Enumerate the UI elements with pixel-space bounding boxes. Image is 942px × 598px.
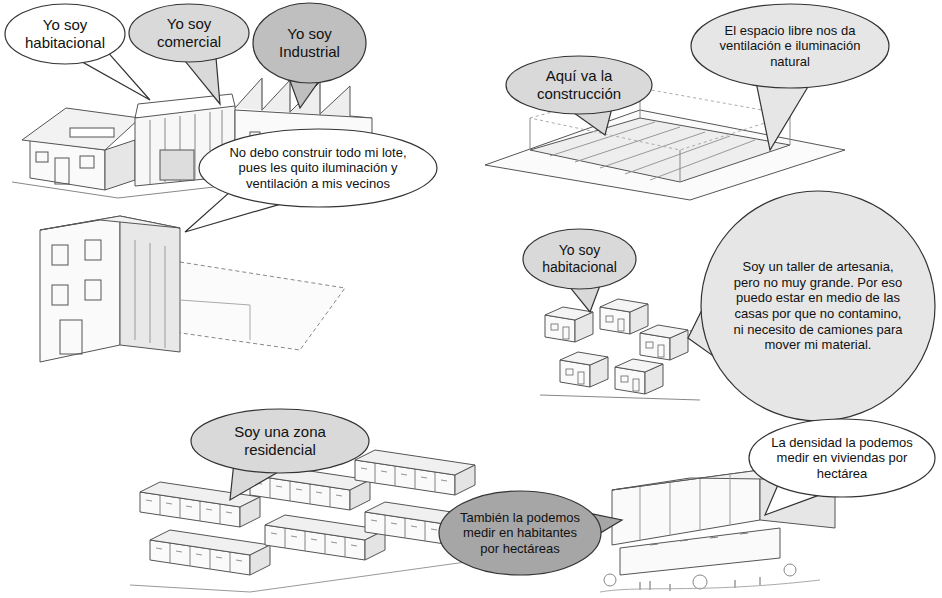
speech-bubble: Soy un taller de artesania, pero no muy … bbox=[700, 190, 936, 422]
speech-bubble: También la podemos medir en habitantes p… bbox=[438, 490, 602, 576]
bubble-ellipse bbox=[701, 191, 935, 421]
bubble-text-box: Yo soy comercial bbox=[143, 15, 236, 51]
bubble-text-box: Soy una zona residencial bbox=[212, 423, 349, 459]
bubble-ellipse bbox=[253, 3, 366, 83]
speech-bubble: Aquí va la construcción bbox=[505, 55, 653, 115]
bubble-text-box: Yo soy habitacional bbox=[536, 242, 623, 276]
bubble-text-box: La densidad la podemos medir en vivienda… bbox=[771, 435, 914, 482]
speech-bubble: Yo soy comercial bbox=[128, 3, 250, 63]
bubble-text-box: Yo soy Industrial bbox=[266, 25, 353, 61]
bubble-text: Soy una zona residencial bbox=[212, 423, 349, 459]
bubble-text: El espacio libre nos da ventilación e il… bbox=[714, 23, 866, 70]
bubble-ellipse bbox=[199, 129, 437, 207]
neighbourhood-sketch bbox=[540, 299, 700, 400]
speech-bubble: No debo construir todo mi lote, pues les… bbox=[198, 128, 438, 208]
speech-bubble: Yo soy habitacional bbox=[4, 3, 126, 65]
bubble-text-box: Yo soy habitacional bbox=[19, 16, 112, 52]
bubble-text: Yo soy habitacional bbox=[19, 16, 112, 52]
bubble-text-box: El espacio libre nos da ventilación e il… bbox=[714, 23, 866, 70]
speech-bubble: Yo soy Industrial bbox=[252, 2, 367, 84]
bubble-ellipse bbox=[506, 56, 652, 114]
speech-bubble: El espacio libre nos da ventilación e il… bbox=[690, 3, 890, 89]
bubble-text-box: También la podemos medir en habitantes p… bbox=[458, 510, 583, 557]
bubble-text: Yo soy comercial bbox=[143, 15, 236, 51]
bubble-ellipse bbox=[691, 4, 889, 88]
bubble-text: La densidad la podemos medir en vivienda… bbox=[771, 435, 914, 482]
bubble-text-box: Aquí va la construcción bbox=[523, 67, 635, 103]
bubble-ellipse bbox=[523, 229, 636, 289]
bubble-ellipse bbox=[5, 4, 125, 64]
bubble-tail bbox=[185, 58, 220, 104]
bubble-text-box: No debo construir todo mi lote, pues les… bbox=[227, 145, 409, 192]
bubble-text: Soy un taller de artesania, pero no muy … bbox=[729, 259, 908, 353]
speech-bubble: La densidad la podemos medir en vivienda… bbox=[748, 418, 936, 498]
bubble-text: Yo soy habitacional bbox=[536, 242, 623, 276]
bubble-ellipse bbox=[439, 491, 601, 575]
bubble-tail bbox=[570, 286, 600, 312]
speech-bubble: Yo soy habitacional bbox=[522, 228, 637, 290]
bubble-text: También la podemos medir en habitantes p… bbox=[458, 510, 583, 557]
bubble-ellipse bbox=[191, 409, 369, 473]
bubble-ellipse bbox=[749, 419, 935, 497]
speech-bubble: Soy una zona residencial bbox=[190, 408, 370, 474]
bubble-text: Aquí va la construcción bbox=[523, 67, 635, 103]
bubble-tail bbox=[756, 84, 808, 150]
bubble-ellipse bbox=[129, 4, 249, 62]
bubble-text: No debo construir todo mi lote, pues les… bbox=[227, 145, 409, 192]
building-on-lot-sketch bbox=[40, 216, 345, 362]
bubble-text: Yo soy Industrial bbox=[266, 25, 353, 61]
bubble-text-box: Soy un taller de artesania, pero no muy … bbox=[729, 259, 908, 353]
